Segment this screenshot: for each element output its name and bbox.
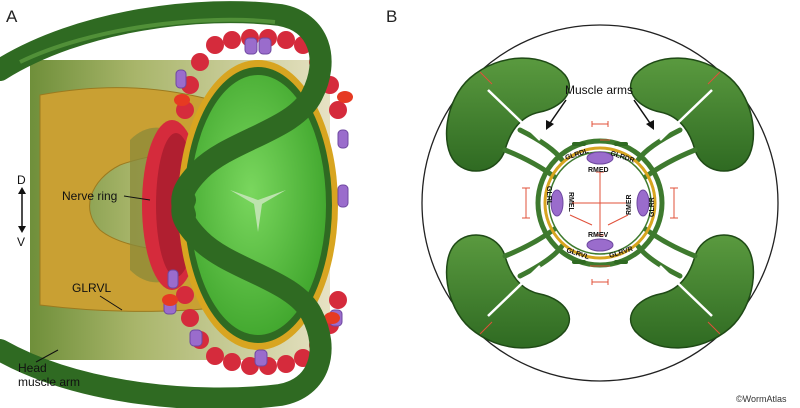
panel-b-letter: B [386, 7, 397, 26]
label-rmel: RMEL [567, 192, 574, 213]
rmed-body [586, 151, 614, 165]
muscle-quadrants [445, 57, 755, 349]
credit: ©WormAtlas [736, 394, 787, 404]
label-muscle-arms: Muscle arms [565, 83, 633, 97]
muscle-bottom-right [629, 234, 755, 349]
orient-dorsal: D [17, 173, 26, 187]
label-rmev: RMEV [588, 232, 609, 239]
synapses-a [162, 91, 353, 324]
rmev-body [586, 238, 614, 252]
pharynx-lumen [230, 190, 286, 232]
muscle-arms-arrows [546, 99, 654, 130]
pharynx [178, 60, 338, 350]
panel-a: A D V Nerve ring GLRVL Head muscle arm [0, 0, 353, 408]
label-glrvl-a: GLRVL [72, 281, 111, 295]
quadrant-separators [487, 89, 713, 317]
label-nerve-ring: Nerve ring [62, 189, 117, 203]
rme-neurons [550, 151, 650, 252]
rmer-body [636, 189, 650, 217]
rmel-body [550, 189, 564, 217]
orient-ventral: V [17, 235, 25, 249]
muscle-top-right [629, 57, 755, 172]
muscle-top-left [445, 57, 571, 172]
muscle-bottom-left [445, 234, 571, 349]
orientation-indicator: D V [17, 173, 26, 249]
orient-arrow-down [18, 226, 26, 233]
pointer-head-muscle [35, 349, 59, 363]
head-muscle-arms [0, 1, 332, 408]
label-rmer: RMER [626, 194, 633, 215]
pointer-glrvl [99, 295, 123, 311]
label-glrl: GLRL [545, 186, 552, 206]
label-rmed: RMED [588, 167, 609, 174]
panel-b: B [386, 7, 779, 382]
label-head: Head [18, 361, 47, 375]
muscle-arm-highlight [19, 17, 276, 64]
orient-arrow-up [18, 187, 26, 194]
label-glrr: GLRR [649, 197, 656, 217]
glr-processes [572, 142, 628, 264]
synaptic-connections [479, 71, 721, 335]
pointer-nerve-ring [123, 195, 151, 201]
panel-a-letter: A [6, 7, 18, 26]
label-muscle-arm: muscle arm [18, 375, 80, 389]
